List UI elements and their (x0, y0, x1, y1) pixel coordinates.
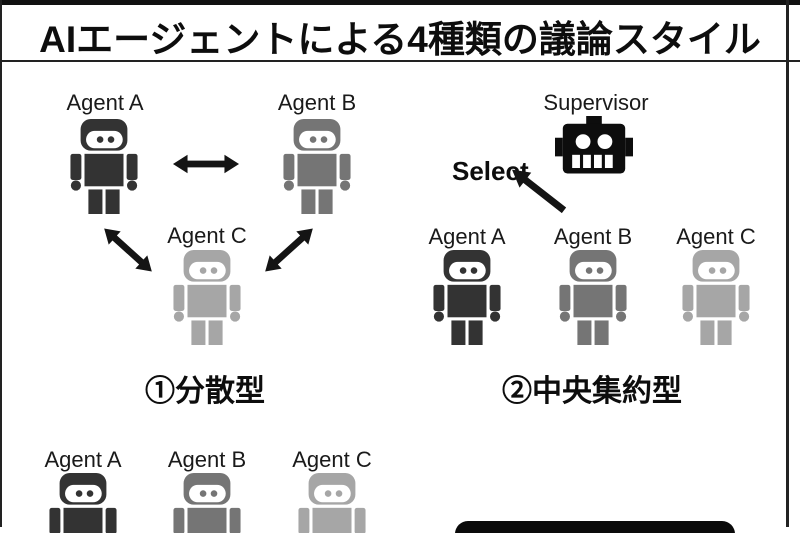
style2-agent-b-label: Agent B (553, 224, 633, 249)
page-title: AIエージェントによる4種類の議論スタイル (39, 19, 761, 60)
style2-supervisor-label: Supervisor (543, 90, 649, 115)
style3-agent-a-label: Agent A (44, 447, 122, 472)
double-arrow-icon-a-c (96, 220, 160, 281)
style1-agent-b-label: Agent B (277, 90, 357, 115)
robot-icon-style1-agent-a (65, 119, 143, 214)
top-border-bar (0, 0, 800, 5)
robot-icon-style1-agent-b (278, 119, 356, 214)
robot-icon-style3-agent-a (44, 473, 122, 533)
title-separator-line (0, 60, 800, 62)
style3-agent-c-label: Agent C (292, 447, 372, 472)
style1-caption: ①分散型 (145, 375, 265, 408)
robot-icon-style3-agent-c (293, 473, 371, 533)
style2-agent-c-label: Agent C (676, 224, 756, 249)
robot-icon-style2-agent-b (554, 250, 632, 345)
double-arrow-icon-a-b (172, 153, 240, 175)
right-border-line (786, 0, 789, 527)
robot-icon-style2-agent-c (677, 250, 755, 345)
robot-icon-style3-agent-b (168, 473, 246, 533)
shared-pool-box: Shared Pool (455, 521, 735, 533)
select-arrow-icon (505, 161, 571, 219)
shared-pool-label: Shared Pool (514, 528, 677, 533)
style1-agent-a-label: Agent A (66, 90, 144, 115)
style3-agent-b-label: Agent B (167, 447, 247, 472)
supervisor-robot-icon (555, 116, 633, 175)
robot-icon-style2-agent-a (428, 250, 506, 345)
style2-caption: ②中央集約型 (502, 375, 682, 408)
left-border-line (0, 0, 2, 527)
style1-agent-c-label: Agent C (167, 223, 247, 248)
robot-icon-style1-agent-c (168, 250, 246, 345)
double-arrow-icon-c-b (257, 220, 321, 281)
style2-agent-a-label: Agent A (428, 224, 506, 249)
